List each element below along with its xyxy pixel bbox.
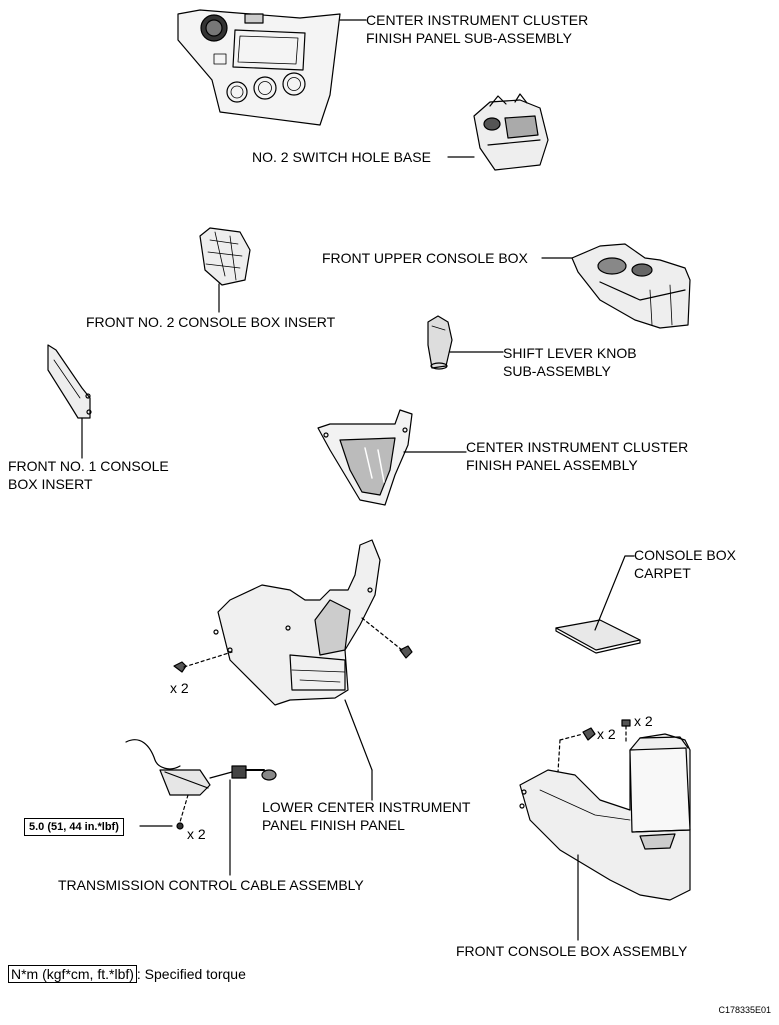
legend-unit-box: N*m (kgf*cm, ft.*lbf) — [8, 965, 137, 983]
front-no1-insert-part — [47, 344, 92, 419]
center-cluster-sub-assembly-part — [177, 9, 341, 126]
label-front-upper-console: FRONT UPPER CONSOLE BOX — [322, 250, 528, 266]
label-switch-hole-base: NO. 2 SWITCH HOLE BASE — [252, 149, 431, 165]
label-front-no1-insert: FRONT NO. 1 CONSOLE BOX INSERT — [8, 458, 169, 492]
console-box-carpet-part — [555, 619, 641, 654]
lower-center-panel-part — [213, 539, 381, 706]
lower-panel-screw — [361, 617, 413, 659]
qty-console-screw: x 2 — [597, 726, 616, 742]
torque-spec-cable-nut: 5.0 (51, 44 in.*lbf) — [24, 818, 124, 836]
lower-panel-clip — [173, 651, 233, 673]
label-transmission-cable: TRANSMISSION CONTROL CABLE ASSEMBLY — [58, 877, 364, 893]
front-console-box-part — [519, 719, 691, 901]
label-console-box-carpet: CONSOLE BOX CARPET — [634, 547, 736, 581]
label-center-cluster-sub: CENTER INSTRUMENT CLUSTER FINISH PANEL S… — [366, 12, 589, 46]
qty-console-bolt: x 2 — [634, 713, 653, 729]
label-shift-lever-knob: SHIFT LEVER KNOB SUB-ASSEMBLY — [503, 345, 637, 379]
label-front-no2-insert: FRONT NO. 2 CONSOLE BOX INSERT — [86, 314, 336, 330]
front-upper-console-part — [571, 243, 691, 329]
qty-lower-panel-clip: x 2 — [170, 680, 189, 696]
figure-code: C178335E01 — [718, 1005, 771, 1015]
shift-lever-knob-part — [427, 315, 453, 370]
torque-legend: N*m (kgf*cm, ft.*lbf): Specified torque — [8, 965, 246, 983]
center-cluster-assembly-part — [317, 409, 413, 506]
label-front-console-box: FRONT CONSOLE BOX ASSEMBLY — [456, 943, 688, 959]
label-lower-center-panel: LOWER CENTER INSTRUMENT PANEL FINISH PAN… — [262, 799, 471, 833]
switch-hole-base-part — [473, 93, 549, 171]
transmission-cable-part — [125, 739, 277, 830]
label-center-cluster-assembly: CENTER INSTRUMENT CLUSTER FINISH PANEL A… — [466, 439, 689, 473]
qty-cable-nut: x 2 — [187, 826, 206, 842]
front-no2-insert-part — [199, 227, 251, 286]
legend-text: : Specified torque — [136, 966, 246, 982]
